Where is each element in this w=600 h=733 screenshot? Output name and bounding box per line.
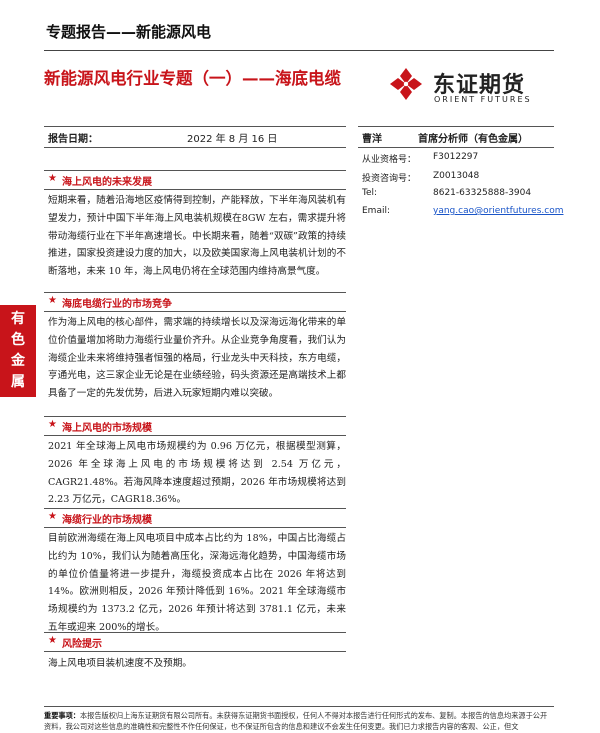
report-series-title: 专题报告——新能源风电 [46,23,212,41]
section-paragraph: 作为海上风电的核心部件，需求端的持续增长以及深海远海化带来的单位价值量增加将助力… [48,317,346,400]
section-title: 海缆行业的市场规模 [62,515,152,526]
section-heading: ★ 海缆行业的市场规模 [44,508,346,528]
report-date-row: 报告日期： 2022 年 8 月 16 日 [44,126,346,148]
logo-english-name: ORIENT FUTURES [434,95,532,104]
section-title: 海上风电的市场规模 [62,423,152,434]
side-tab-char: 色 [11,332,25,348]
section-paragraph: 2021 年全球海上风电市场规模约为 0.96 万亿元，根据模型测算，2026 … [48,441,346,506]
disclaimer-text: 本报告版权归上海东证期货有限公司所有。未获得东证期货书面授权，任何人不得对本报告… [44,711,548,731]
side-tab-char: 属 [11,374,25,390]
footer-divider [44,706,554,707]
star-icon: ★ [48,295,57,306]
disclaimer: 重要事项：本报告版权归上海东证期货有限公司所有。未获得东证期货书面授权，任何人不… [44,710,554,732]
side-tab-char: 有 [11,311,25,327]
section-paragraph: 目前欧洲海缆在海上风电项目中成本占比约为 18%，中国占比海缆占比约为 10%，… [48,533,346,633]
section-heading: ★ 海上风电的市场规模 [44,416,346,436]
section-title: 海底电缆行业的市场竞争 [62,299,172,310]
analyst-title: 首席分析师（有色金属） [418,134,528,145]
tel-label: Tel: [362,188,378,198]
star-icon: ★ [48,419,57,430]
category-side-tab: 有 色 金 属 [0,305,36,397]
analyst-name: 曹洋 [362,134,382,145]
logo-chinese-name: 东证期货 [433,73,526,98]
side-tab-char: 金 [11,353,25,369]
consult-label: 投资咨询号： [362,174,417,184]
email-label: Email: [362,206,391,216]
header-divider [44,50,554,51]
section-paragraph: 海上风电项目装机速度不及预期。 [48,658,192,669]
license-label: 从业资格号： [362,155,417,165]
section-paragraph: 短期来看，随着沿海地区疫情得到控制，产能释放，下半年海风装机有望发力，预计中国下… [48,195,346,278]
star-icon: ★ [48,173,57,184]
disclaimer-label: 重要事项： [44,711,80,720]
section-heading: ★ 海底电缆行业的市场竞争 [44,292,346,312]
report-date-value: 2022 年 8 月 16 日 [187,134,278,145]
report-title: 新能源风电行业专题（一）——海底电缆 [44,69,341,88]
consult-value: Z0013048 [433,171,480,181]
star-icon: ★ [48,635,57,646]
section-heading: ★ 风险提示 [44,632,346,652]
email-link[interactable]: yang.cao@orientfutures.com [433,206,564,216]
section-title: 风险提示 [62,639,102,650]
section-heading: ★ 海上风电的未来发展 [44,170,346,190]
section-title: 海上风电的未来发展 [62,177,152,188]
company-logo: 东证期货 ORIENT FUTURES [388,66,548,106]
star-icon: ★ [48,511,57,522]
report-date-label: 报告日期： [48,134,98,145]
orient-futures-logo-icon [390,68,422,100]
license-value: F3012297 [433,152,479,162]
analyst-header: 曹洋 首席分析师（有色金属） [358,126,554,148]
tel-value: 8621-63325888-3904 [433,188,532,198]
